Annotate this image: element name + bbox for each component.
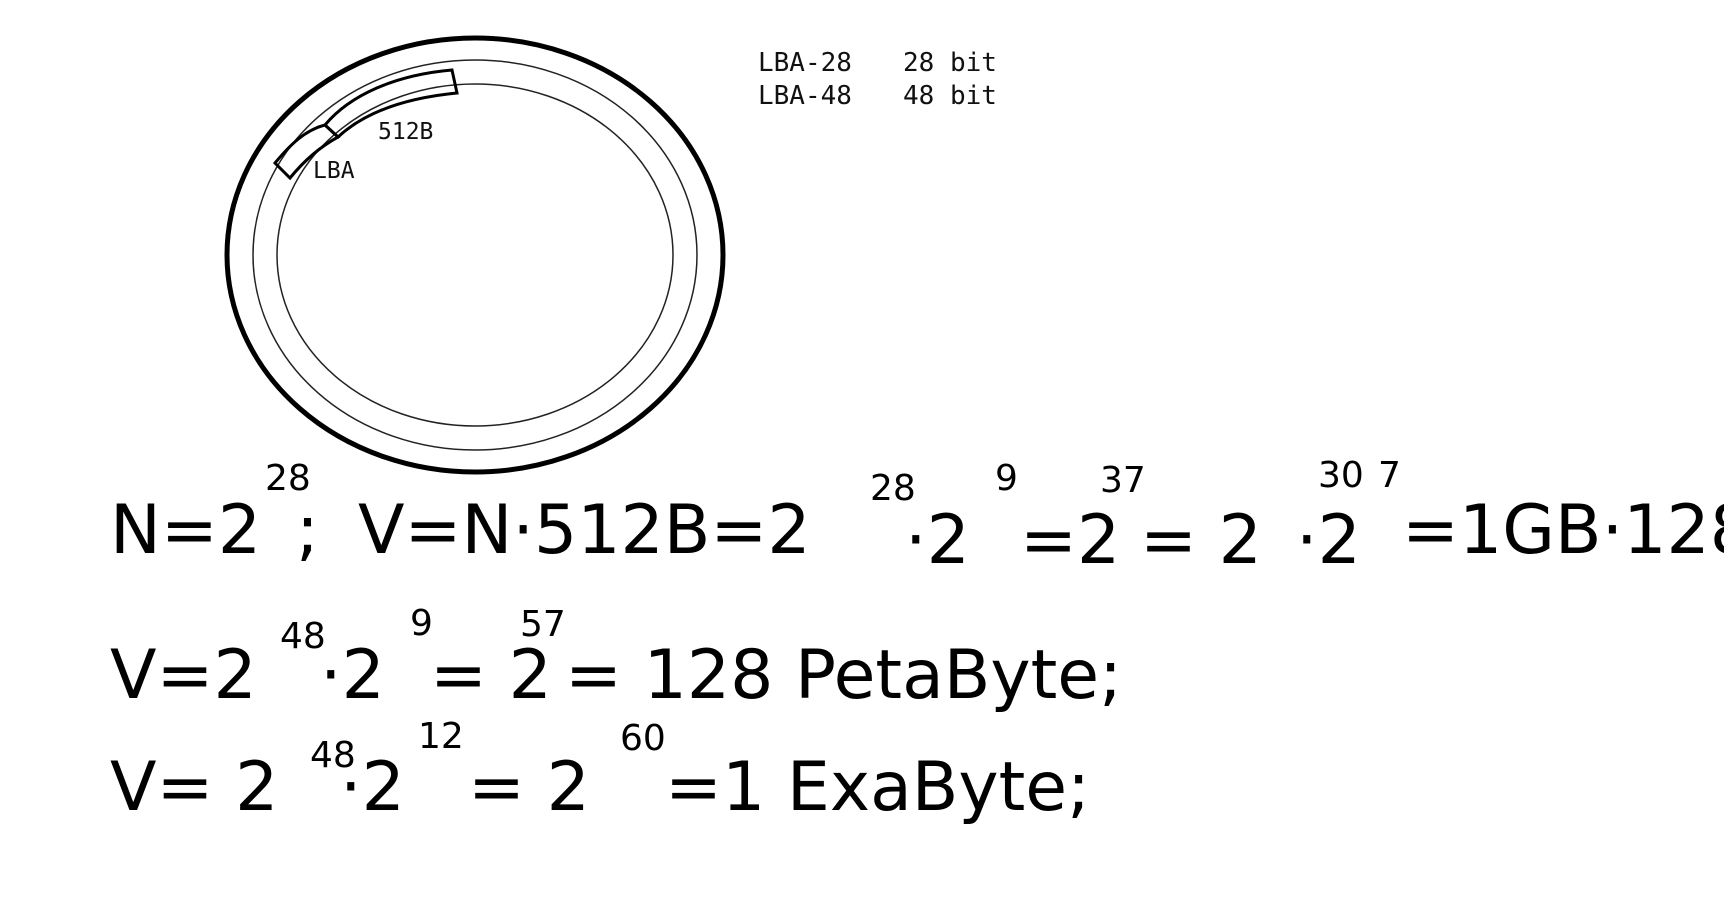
formula3-exp2: 12: [418, 716, 464, 757]
formula1-n-exp: 28: [265, 458, 311, 499]
formula3-exp1: 48: [310, 735, 356, 776]
addressing-bits: 28 bit: [903, 48, 997, 78]
formula2-exp1: 48: [280, 616, 326, 657]
lba-label: LBA: [313, 158, 355, 184]
formula-line-3: V= 2 48 ·2 12 = 2 60 =1 ExaByte;: [110, 716, 1090, 827]
formula3-v-eq: V= 2: [110, 748, 278, 827]
formula-line-2: V=2 48 ·2 9 = 2 57 = 128 PetaByte;: [110, 603, 1122, 715]
formula2-eq1: = 2: [430, 636, 552, 715]
addressing-table: LBA-28 28 bit LBA-48 48 bit: [758, 47, 997, 113]
addressing-row: LBA-48 48 bit: [758, 80, 997, 113]
formula1-v-expr: V=N·512B=2: [358, 491, 811, 570]
formula1-sep: ;: [296, 491, 319, 570]
formula2-result: = 128 PetaByte;: [565, 636, 1122, 715]
formula1-n-eq: N=2: [110, 491, 261, 570]
formula1-exp3: 37: [1100, 460, 1146, 501]
disk-track-inner: [276, 83, 674, 427]
formula2-v-eq: V=2: [110, 636, 257, 715]
addressing-mode: LBA-28: [758, 48, 852, 78]
formula1-eq1: =2: [1020, 501, 1120, 580]
formula3-eq1: = 2: [468, 748, 590, 827]
formula1-result: =1GB·128;: [1402, 491, 1724, 570]
formula1-exp1: 28: [870, 468, 916, 509]
lba-block: [272, 123, 341, 181]
formula3-result: =1 ExaByte;: [665, 748, 1090, 827]
formula2-exp3: 57: [520, 604, 566, 645]
formula3-dot1: ·2: [340, 748, 405, 827]
formula1-exp5: 7: [1378, 455, 1401, 496]
addressing-bits: 48 bit: [903, 81, 997, 111]
addressing-mode: LBA-48: [758, 81, 852, 111]
formula-line-1: N=2 28 ; V=N·512B=2 28 ·2 9 =2 37 = 2 30…: [110, 455, 1724, 580]
formula1-dot2: ·2: [1296, 501, 1361, 580]
formula1-eq2: = 2: [1140, 501, 1262, 580]
formula1-exp4: 30: [1318, 455, 1364, 496]
disk-diagram: 512B LBA: [224, 35, 726, 475]
disk-track-outer: [252, 59, 698, 451]
formula2-exp2: 9: [410, 603, 433, 644]
sector-size-label: 512B: [378, 119, 433, 145]
formula1-dot1: ·2: [905, 501, 970, 580]
formula2-dot1: ·2: [320, 636, 385, 715]
addressing-row: LBA-28 28 bit: [758, 47, 997, 80]
disk-outer-edge: [224, 35, 726, 475]
formula1-exp2: 9: [995, 458, 1018, 499]
formula3-exp3: 60: [620, 718, 666, 759]
sector-block: [322, 68, 459, 140]
